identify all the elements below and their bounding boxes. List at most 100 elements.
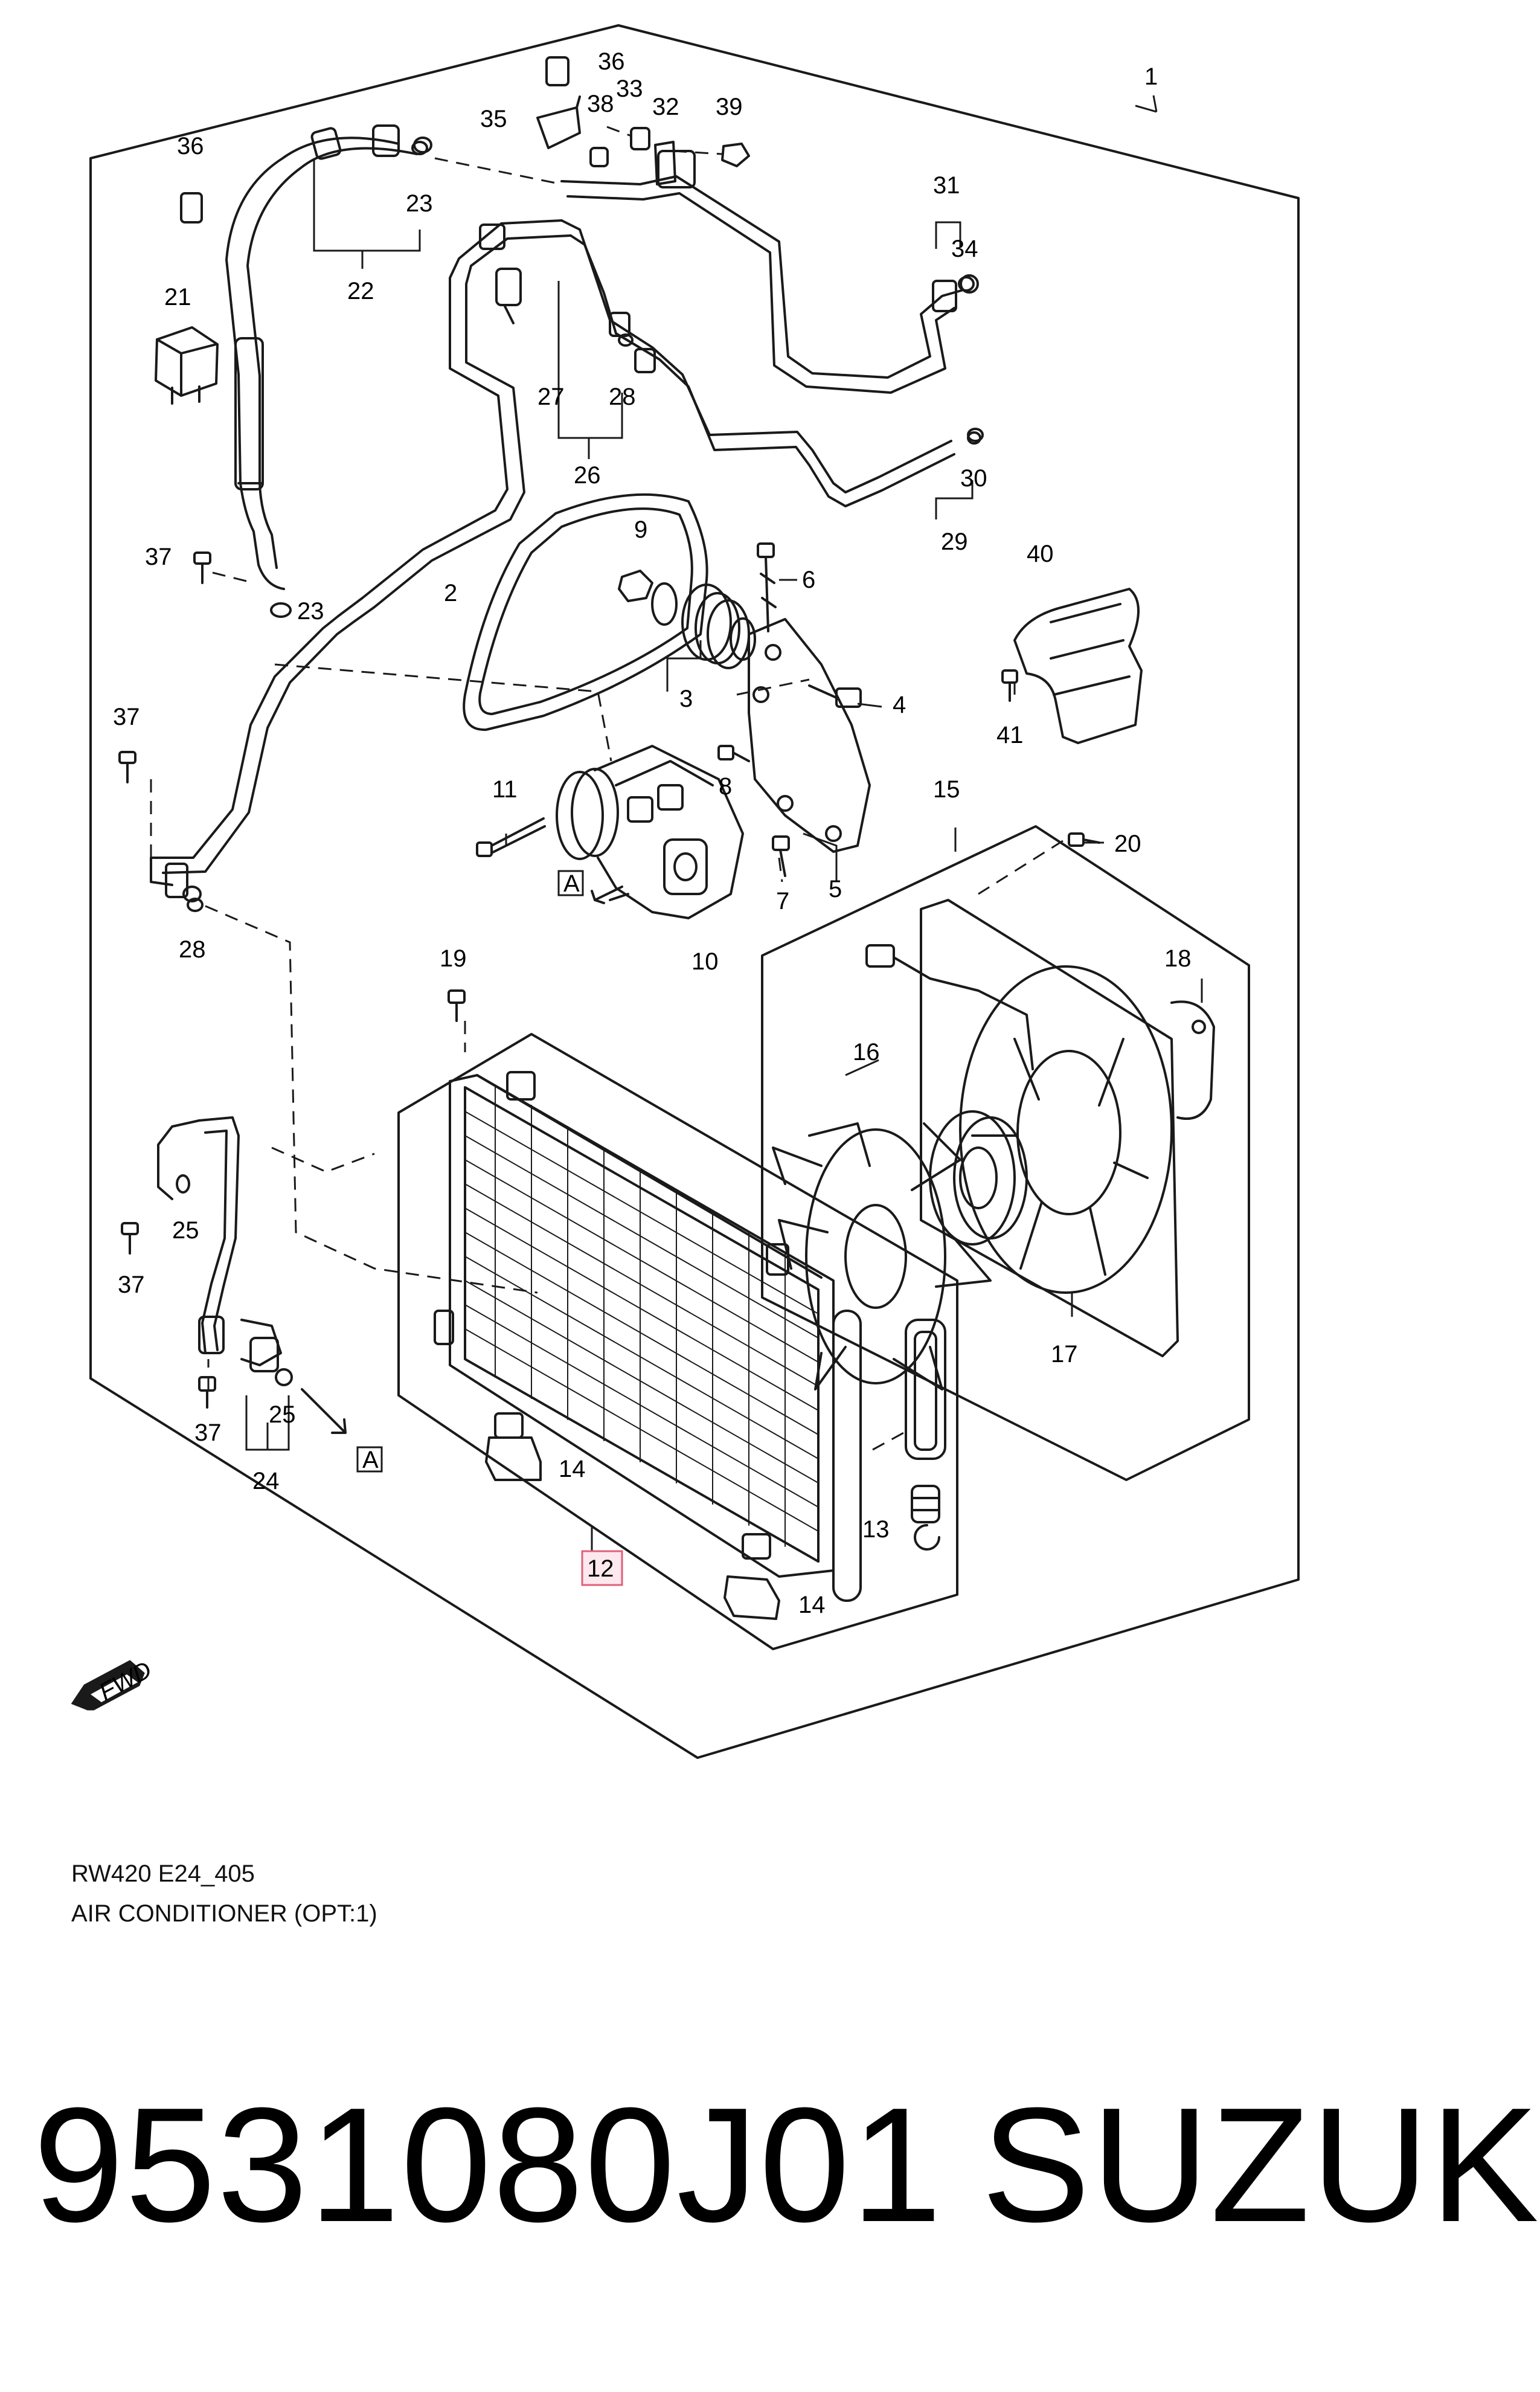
screw-19 (448, 989, 466, 1022)
product-label-band (0, 1987, 1540, 2392)
part-number: 9531080J01 (33, 2074, 943, 2256)
highlight-box (581, 1550, 623, 1586)
callout-12: 12 (587, 1555, 614, 1582)
main-outline-frame (89, 24, 1300, 1759)
fan-shroud (920, 899, 1215, 1357)
drawing-code: RW420 E24_405 (71, 1860, 255, 1887)
heat-shield (1013, 588, 1143, 744)
bolt-4 (808, 684, 862, 708)
callout-13: 13 (862, 1516, 890, 1543)
callout-41: 41 (996, 722, 1024, 748)
brand-name: SUZUKI (981, 2074, 1540, 2256)
screw-41 (1001, 669, 1018, 702)
view-marker-a-label: A (563, 870, 580, 897)
callout-4: 4 (893, 692, 906, 718)
nut-38 (589, 147, 609, 167)
callout-16: 16 (853, 1039, 880, 1066)
callout-28: 28 (609, 384, 636, 410)
callout-39: 39 (716, 94, 743, 120)
callout-2: 2 (444, 580, 457, 606)
rubber-mount-upper (485, 1436, 542, 1481)
callout-33: 33 (616, 76, 643, 102)
callout-28-2: 28 (179, 936, 206, 963)
bolt-37-a (193, 551, 211, 584)
dashed-guides (150, 126, 1064, 1451)
o-ring-23-mid (270, 602, 292, 618)
clip-36-top (545, 56, 569, 86)
o-ring-23-top (411, 141, 428, 155)
discharge-hose (225, 124, 432, 590)
o-ring-25-b (275, 1368, 293, 1386)
callout-8: 8 (719, 773, 732, 800)
callout-17: 17 (1051, 1341, 1078, 1368)
callout-25: 25 (172, 1217, 199, 1244)
bracket-35 (536, 95, 581, 149)
callout-27: 27 (537, 384, 565, 410)
fan-harness-connector (865, 944, 1034, 1070)
compressor-bracket (748, 618, 871, 853)
callout-40: 40 (1027, 541, 1054, 567)
liquid-pipe-upper (150, 219, 572, 902)
callout-37-3: 37 (118, 1272, 145, 1298)
view-marker-arrow-lower (301, 1388, 347, 1434)
callout-37-2: 37 (113, 704, 140, 730)
callout-24: 24 (252, 1468, 280, 1494)
rubber-mount-lower (723, 1575, 780, 1620)
callout-31: 31 (933, 172, 960, 199)
nut-33 (630, 127, 650, 150)
callout-38: 38 (587, 91, 614, 117)
bolt-37-c (121, 1222, 139, 1255)
bolt-37-b (118, 751, 136, 783)
callout-35: 35 (480, 106, 507, 132)
callout-36-2: 36 (177, 133, 204, 159)
figure-title: AIR CONDITIONER (OPT:1) (71, 1900, 377, 1927)
o-ring-25-a (176, 1174, 190, 1194)
callout-14-2: 14 (798, 1592, 826, 1618)
callout-7: 7 (776, 888, 789, 915)
callout-19: 19 (440, 945, 467, 972)
suction-pipe (560, 150, 979, 394)
fwd-arrow-icon: FWD (71, 1656, 156, 1711)
view-marker-a-label-lower: A (362, 1447, 379, 1473)
drive-belt (463, 493, 708, 731)
desiccant-plug (911, 1485, 940, 1523)
lower-hose (157, 1116, 282, 1372)
pressure-switch (495, 268, 522, 324)
callout-3: 3 (679, 686, 693, 712)
bolt-11 (476, 817, 546, 857)
callout-18: 18 (1164, 945, 1192, 972)
callout-30: 30 (960, 465, 987, 492)
callout-1: 1 (1144, 63, 1158, 90)
callout-15: 15 (933, 776, 960, 803)
screw-20 (1068, 832, 1100, 847)
condenser-outline-frame (397, 1033, 958, 1650)
callout-11: 11 (492, 776, 518, 803)
desiccant-bag (905, 1319, 946, 1460)
callout-34: 34 (951, 236, 978, 262)
callout-32: 32 (652, 94, 679, 120)
view-marker-a-compressor: A (557, 870, 584, 897)
callout-23: 23 (406, 190, 433, 217)
view-marker-a-lower: A (356, 1446, 383, 1473)
nut-39 (721, 143, 750, 167)
callout-37: 37 (145, 544, 172, 570)
callout-14: 14 (559, 1456, 586, 1482)
callout-23-2: 23 (297, 598, 324, 625)
idler-nut-9 (618, 570, 653, 602)
receiver-tank (832, 1310, 862, 1602)
snap-ring (914, 1524, 940, 1551)
ac-compressor (556, 745, 744, 919)
bolt-8 (717, 745, 750, 762)
condenser-core (449, 1074, 835, 1578)
callout-10: 10 (691, 948, 719, 975)
callout-22: 22 (347, 278, 374, 304)
condenser-mount-tabs (434, 1071, 789, 1560)
o-ring-30 (967, 431, 981, 445)
clip-36-left (180, 192, 203, 223)
fan-outline-frame (761, 825, 1250, 1481)
leader-lines (245, 95, 1203, 1552)
callout-9: 9 (634, 516, 647, 543)
callout-5: 5 (829, 876, 842, 902)
bolt-37-d (198, 1376, 216, 1409)
